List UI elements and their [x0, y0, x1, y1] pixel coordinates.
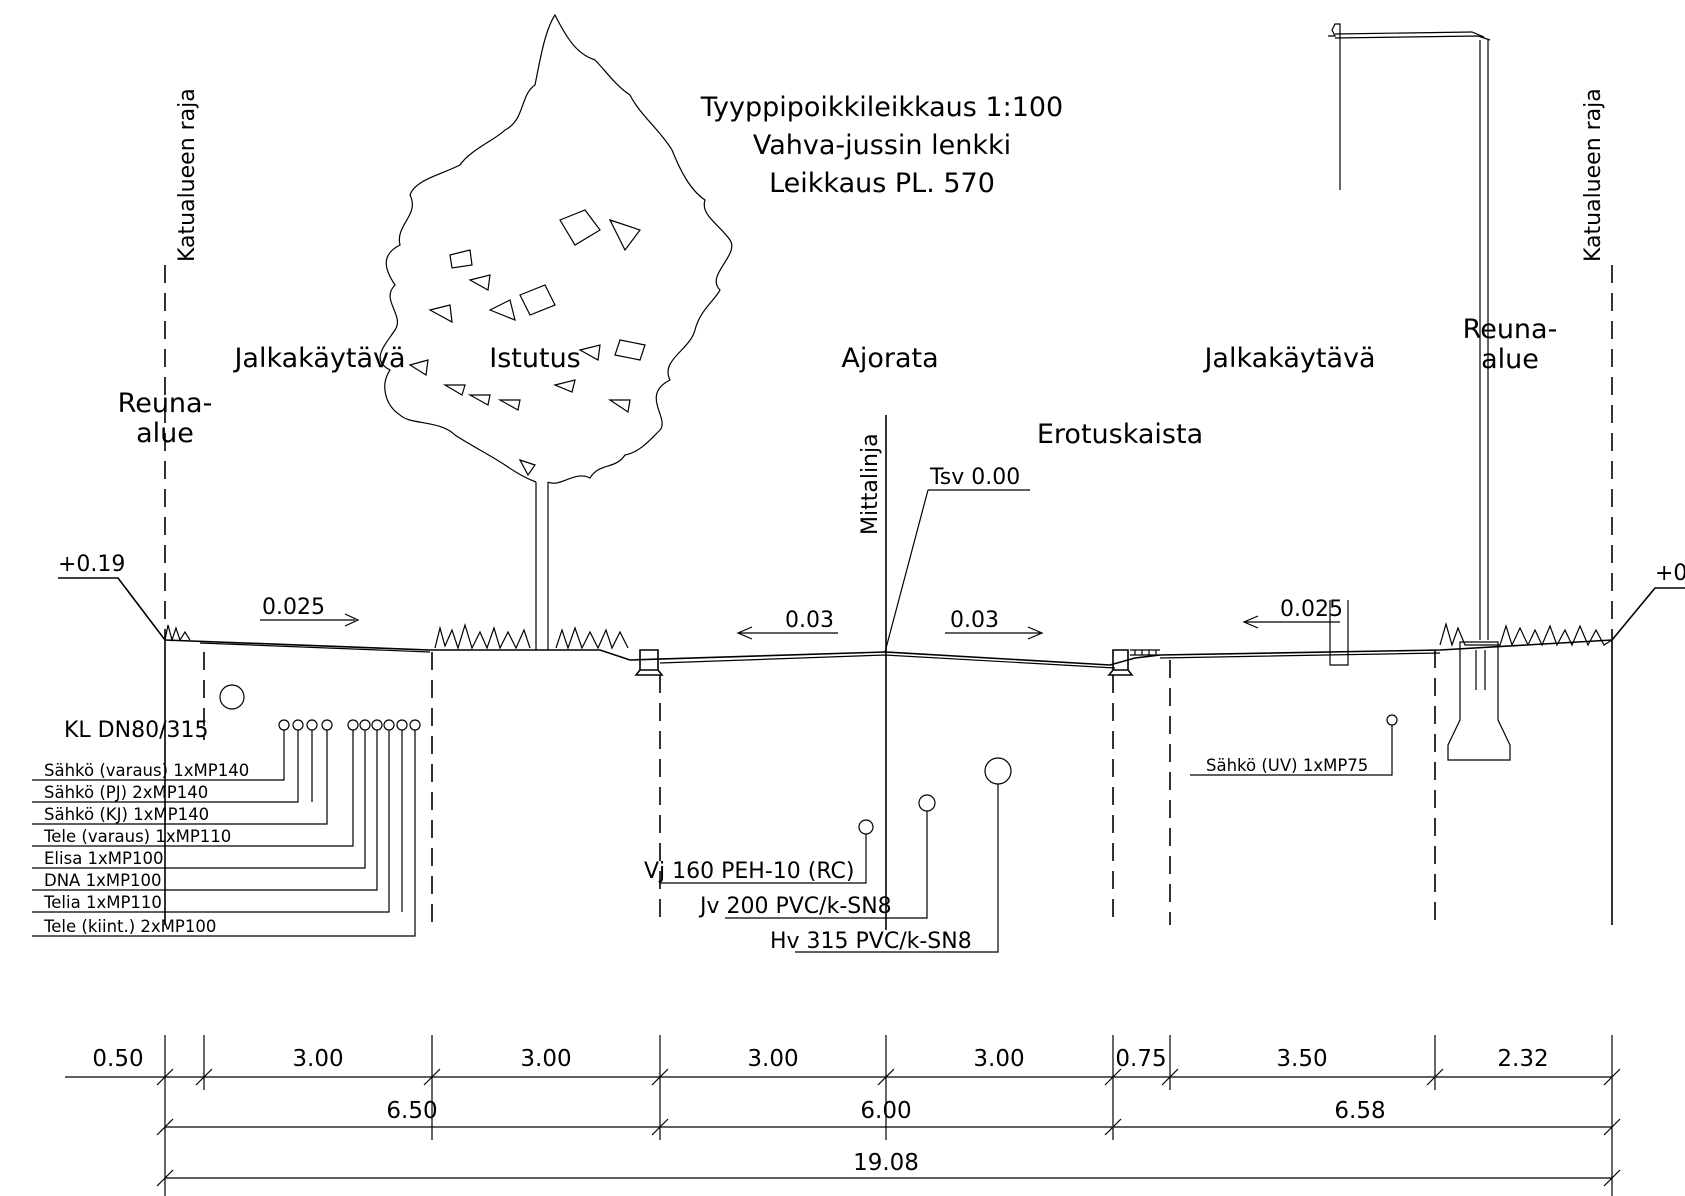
boundary-left: Katualueen raja [164, 88, 200, 925]
title-line-2: Vahva-jussin lenkki [753, 130, 1011, 161]
dim-row2-0: 6.50 [386, 1098, 437, 1124]
hv-pipe [984, 757, 1012, 785]
mittalinja-label: Mittalinja [858, 433, 883, 535]
dim-row1-6: 3.50 [1276, 1046, 1327, 1072]
jv-label: Jv 200 PVC/k-SN8 [698, 894, 892, 919]
street-light-icon [1328, 23, 1511, 761]
zone-reuna-left-2: alue [136, 418, 194, 449]
cable-label-2: Sähkö (KJ) 1xMP140 [44, 805, 209, 824]
slope-2-label: 0.03 [785, 608, 834, 633]
slope-1-label: 0.025 [262, 595, 325, 620]
dimension-lines: 0.50 3.00 3.00 3.00 3.00 0.75 3.50 2.32 … [65, 1035, 1621, 1196]
zone-reuna-left-1: Reuna- [118, 388, 213, 419]
grass [164, 621, 1613, 650]
cable-label-7: Tele (kiint.) 2xMP100 [43, 917, 216, 936]
cable-label-1: Sähkö (PJ) 2xMP140 [44, 783, 208, 802]
dim-row1-4: 3.00 [973, 1046, 1024, 1072]
tree-icon [379, 13, 733, 650]
zone-jalkakaytava-right: Jalkakäytävä [1202, 343, 1375, 374]
kl-pipe [219, 684, 245, 710]
dim-row1-1: 3.00 [292, 1046, 343, 1072]
elevation-right: +0. [1655, 561, 1685, 586]
tsv-label: Tsv 0.00 [929, 465, 1020, 490]
vj-label: Vj 160 PEH-10 (RC) [644, 859, 855, 884]
cable-label-6: Telia 1xMP110 [43, 893, 162, 912]
title-line-1: Tyyppipoikkileikkaus 1:100 [700, 92, 1063, 123]
cable-label-0: Sähkö (varaus) 1xMP140 [44, 761, 249, 780]
boundary-label-left: Katualueen raja [175, 88, 200, 262]
slope-4-label: 0.025 [1280, 597, 1343, 622]
dim-row2-2: 6.58 [1334, 1098, 1385, 1124]
dim-row1-5: 0.75 [1115, 1046, 1166, 1072]
dim-row1-7: 2.32 [1497, 1046, 1548, 1072]
title-line-3: Leikkaus PL. 570 [769, 168, 995, 199]
vj-pipe [858, 819, 874, 835]
mittalinja: Mittalinja [858, 415, 887, 930]
zone-erotuskaista: Erotuskaista [1037, 419, 1203, 450]
zone-ajorata: Ajorata [841, 343, 938, 374]
cable-label-4: Elisa 1xMP100 [44, 849, 164, 868]
zone-reuna-right-2: alue [1481, 344, 1539, 375]
utility-cables-left: KL DN80/315 Sähkö (varaus) 1xMP140 Sähkö… [32, 684, 421, 937]
zone-reuna-right-1: Reuna- [1463, 314, 1558, 345]
ground-profile [58, 577, 1685, 676]
level-annotations: Tsv 0.00 +0.19 +0. [58, 465, 1685, 653]
cable-label-5: DNA 1xMP100 [44, 871, 162, 890]
zone-labels: Reuna- alue Jalkakäytävä Istutus Ajorata… [118, 314, 1558, 450]
hv-label: Hv 315 PVC/k-SN8 [770, 929, 972, 954]
sahko-uv-label: Sähkö (UV) 1xMP75 [1206, 756, 1368, 775]
jv-pipe [918, 794, 936, 812]
kl-label: KL DN80/315 [64, 718, 208, 743]
dim-row2-1: 6.00 [860, 1098, 911, 1124]
dim-row1-0: 0.50 [92, 1046, 143, 1072]
dim-row1-3: 3.00 [747, 1046, 798, 1072]
zone-jalkakaytava-left: Jalkakäytävä [232, 343, 405, 374]
dim-row3-0: 19.08 [853, 1150, 919, 1176]
slope-indicators: 0.025 0.03 0.03 0.025 [260, 595, 1343, 640]
title-block: Tyyppipoikkileikkaus 1:100 Vahva-jussin … [700, 92, 1063, 199]
slope-3-label: 0.03 [950, 608, 999, 633]
elevation-left: +0.19 [58, 552, 125, 577]
utility-cable-right: Sähkö (UV) 1xMP75 [1190, 714, 1398, 776]
roadway-pipes: Vj 160 PEH-10 (RC) Jv 200 PVC/k-SN8 Hv 3… [644, 757, 1012, 954]
cable-label-3: Tele (varaus) 1xMP110 [43, 827, 231, 846]
dim-row1-2: 3.00 [520, 1046, 571, 1072]
boundary-right: Katualueen raja [1581, 88, 1613, 925]
zone-istutus: Istutus [489, 343, 581, 374]
boundary-label-right: Katualueen raja [1581, 88, 1606, 262]
